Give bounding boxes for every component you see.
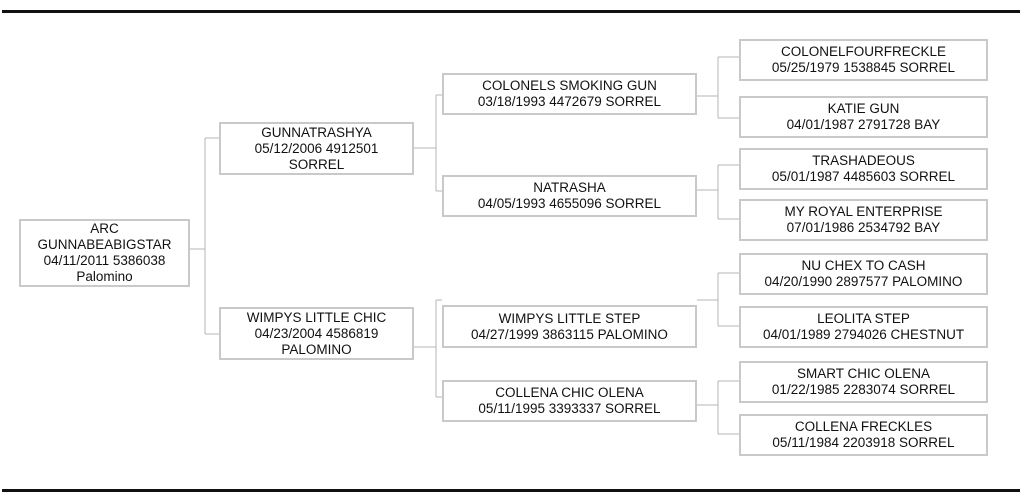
sire-dam-card: NATRASHA 04/05/1993 4655096 SORREL — [442, 175, 697, 217]
sire-sire-registration: 03/18/1993 4472679 SORREL — [477, 94, 662, 109]
sire-dam-dam-name: MY ROYAL ENTERPRISE — [784, 204, 943, 219]
sire-dam-dam-card: MY ROYAL ENTERPRISE 07/01/1986 2534792 B… — [739, 199, 988, 241]
sire-sire-card: COLONELS SMOKING GUN 03/18/1993 4472679 … — [442, 73, 697, 115]
subject-registration: 04/11/2011 5386038 — [43, 253, 166, 268]
dam-sire-dam-name: LEOLITA STEP — [817, 311, 910, 326]
sire-dam-dam-registration: 07/01/1986 2534792 BAY — [786, 220, 941, 235]
sire-card: GUNNATRASHYA 05/12/2006 4912501 SORREL — [219, 122, 414, 175]
sire-registration: 05/12/2006 4912501 — [254, 140, 379, 156]
dam-dam-card: COLLENA CHIC OLENA 05/11/1995 3393337 SO… — [442, 380, 697, 422]
dam-sire-dam-registration: 04/01/1989 2794026 CHESTNUT — [762, 327, 965, 342]
dam-dam-sire-registration: 01/22/1985 2283074 SORREL — [771, 382, 956, 397]
dam-name: WIMPYS LITTLE CHIC — [246, 309, 387, 325]
dam-card: WIMPYS LITTLE CHIC 04/23/2004 4586819 PA… — [219, 307, 414, 360]
dam-sire-sire-registration: 04/20/1990 2897577 PALOMINO — [764, 274, 963, 289]
dam-sire-registration: 04/27/1999 3863115 PALOMINO — [471, 326, 668, 342]
dam-dam-registration: 05/11/1995 3393337 SORREL — [478, 401, 661, 416]
dam-dam-dam-card: COLLENA FRECKLES 05/11/1984 2203918 SORR… — [739, 414, 988, 456]
sire-dam-registration: 04/05/1993 4655096 SORREL — [477, 196, 662, 211]
subject-name-prefix: ARC — [90, 221, 119, 236]
sire-sire-sire-name: COLONELFOURFRECKLE — [780, 44, 947, 59]
sire-dam-sire-registration: 05/01/1987 4485603 SORREL — [771, 169, 956, 184]
sire-dam-sire-card: TRASHADEOUS 05/01/1987 4485603 SORREL — [739, 148, 988, 190]
subject-name: GUNNABEABIGSTAR — [37, 237, 172, 252]
sire-sire-dam-name: KATIE GUN — [827, 101, 900, 116]
dam-sire-card: WIMPYS LITTLE STEP 04/27/1999 3863115 PA… — [442, 305, 697, 348]
dam-registration: 04/23/2004 4586819 — [254, 325, 379, 341]
dam-dam-sire-name: SMART CHIC OLENA — [796, 366, 931, 381]
sire-dam-name: NATRASHA — [533, 180, 606, 195]
top-rule — [2, 10, 1020, 13]
dam-sire-sire-name: NU CHEX TO CASH — [801, 258, 926, 273]
dam-sire-name: WIMPYS LITTLE STEP — [498, 310, 641, 326]
sire-name: GUNNATRASHYA — [261, 124, 372, 140]
dam-sire-sire-card: NU CHEX TO CASH 04/20/1990 2897577 PALOM… — [739, 253, 988, 295]
sire-sire-dam-card: KATIE GUN 04/01/1987 2791728 BAY — [739, 96, 988, 138]
sire-dam-sire-name: TRASHADEOUS — [812, 153, 915, 168]
sire-sire-dam-registration: 04/01/1987 2791728 BAY — [786, 117, 941, 132]
sire-sire-sire-card: COLONELFOURFRECKLE 05/25/1979 1538845 SO… — [739, 39, 988, 81]
dam-color: PALOMINO — [281, 341, 352, 357]
sire-sire-name: COLONELS SMOKING GUN — [482, 78, 657, 93]
dam-dam-sire-card: SMART CHIC OLENA 01/22/1985 2283074 SORR… — [739, 361, 988, 403]
sire-color: SORREL — [288, 156, 345, 172]
sire-sire-sire-registration: 05/25/1979 1538845 SORREL — [771, 60, 956, 75]
dam-dam-name: COLLENA CHIC OLENA — [495, 385, 644, 400]
dam-dam-dam-registration: 05/11/1984 2203918 SORREL — [772, 435, 955, 450]
dam-dam-dam-name: COLLENA FRECKLES — [794, 419, 933, 434]
subject-horse-card: ARC GUNNABEABIGSTAR 04/11/2011 5386038 P… — [19, 219, 190, 287]
subject-color: Palomino — [76, 269, 133, 284]
bottom-rule — [2, 489, 1020, 492]
dam-sire-dam-card: LEOLITA STEP 04/01/1989 2794026 CHESTNUT — [739, 306, 988, 348]
